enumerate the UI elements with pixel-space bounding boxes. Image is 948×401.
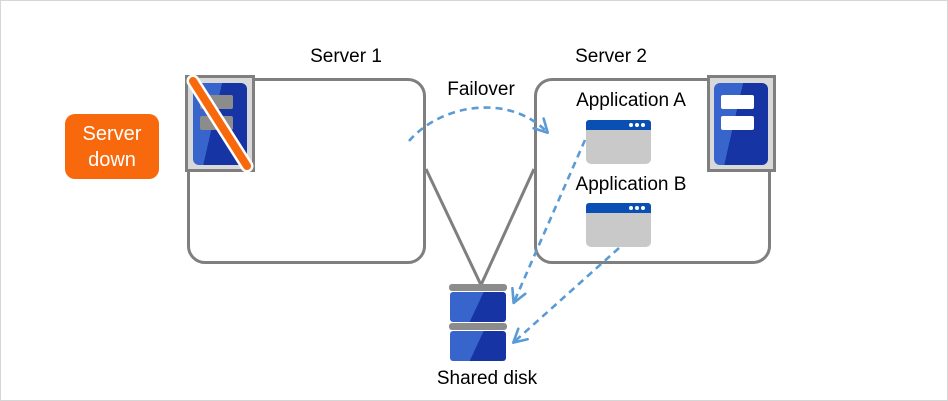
- app-window-titlebar: [586, 203, 651, 213]
- server-down-badge-line2: down: [88, 148, 136, 171]
- failover-label: Failover: [447, 79, 515, 100]
- application-b-label: Application B: [575, 174, 687, 195]
- down-slash-icon: [186, 74, 254, 173]
- disk-cap: [449, 284, 507, 291]
- window-dots-icon: [629, 123, 633, 127]
- disk-unit: [450, 331, 506, 361]
- disk-unit: [450, 292, 506, 322]
- server-up-icon: [707, 75, 776, 177]
- disk-cap: [449, 323, 507, 330]
- app-window-titlebar: [586, 120, 651, 130]
- server-down-badge-line1: Server: [82, 122, 142, 145]
- app-window-icon-a: [586, 120, 651, 164]
- shared-disk-label: Shared disk: [436, 368, 538, 389]
- server2-to-disk-line: [479, 168, 536, 286]
- server-down-badge: Server down: [65, 114, 159, 179]
- window-dots-icon: [629, 206, 633, 210]
- server1-title: Server 1: [310, 46, 382, 67]
- failover-arrow: [408, 106, 549, 142]
- application-a-label: Application A: [576, 90, 686, 111]
- app-window-icon-b: [586, 203, 651, 247]
- server2-title: Server 2: [575, 46, 647, 67]
- server-down-icon: [185, 74, 255, 177]
- shared-disk-stack-icon: [449, 284, 507, 362]
- server1-to-disk-line: [424, 168, 483, 286]
